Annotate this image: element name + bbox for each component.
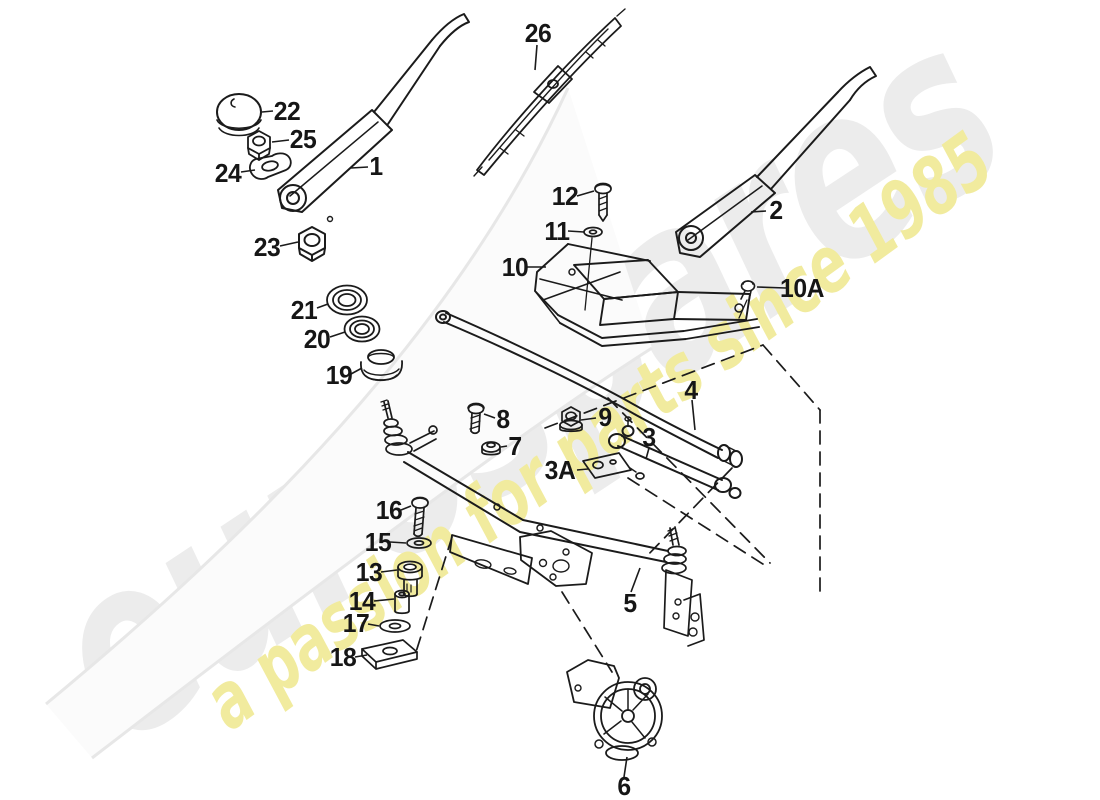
leader-line-18 (354, 654, 368, 658)
callout-1: 1 (369, 151, 383, 181)
leader-line-19 (350, 367, 363, 375)
callout-leader-lines (240, 44, 787, 778)
leader-line-9 (580, 417, 597, 421)
callout-4: 4 (684, 375, 698, 405)
wiper-motor-6 (567, 660, 662, 760)
callout-3A: 3A (544, 455, 576, 485)
link-plate-3a (583, 453, 644, 479)
callout-19: 19 (325, 360, 353, 390)
leader-line-17 (367, 623, 380, 627)
callout-7: 7 (508, 431, 522, 461)
leader-line-21 (316, 303, 329, 309)
leader-line-5 (630, 567, 641, 593)
washer-20 (345, 317, 380, 342)
callout-10A: 10A (780, 273, 824, 303)
cap-22 (217, 94, 261, 136)
link-rod-3 (609, 417, 741, 498)
nut-25 (248, 131, 270, 160)
callout-23: 23 (253, 232, 281, 262)
callout-15: 15 (364, 527, 392, 557)
wiper-arm-left (278, 14, 469, 222)
frame-mounting-plate (450, 531, 592, 586)
callout-14: 14 (348, 586, 376, 616)
leader-line-7 (500, 445, 508, 448)
leader-line-3 (645, 447, 650, 460)
cap-washer-7 (482, 442, 500, 455)
link-rod-4 (436, 311, 742, 467)
callout-9: 9 (598, 402, 612, 432)
leader-line-12 (576, 190, 595, 197)
callout-16: 16 (375, 495, 403, 525)
callout-5: 5 (623, 588, 637, 618)
nut-9 (560, 407, 582, 431)
bracket-10 (535, 244, 759, 346)
leader-line-16 (400, 505, 412, 511)
leader-line-8 (483, 413, 496, 419)
leader-line-24 (240, 169, 256, 173)
spindle-right (662, 527, 704, 646)
grommet-24 (250, 153, 291, 179)
wiper-arm-right (676, 67, 876, 257)
plate-18 (362, 640, 417, 669)
leader-line-10A (756, 286, 787, 289)
callout-13: 13 (355, 557, 383, 587)
callout-6: 6 (617, 771, 631, 800)
callout-10: 10 (501, 252, 529, 282)
callout-8: 8 (496, 404, 510, 434)
fastener-stack (362, 498, 431, 670)
washer-21 (327, 286, 367, 315)
screw-12 (595, 184, 611, 222)
bolt-8 (468, 404, 484, 434)
callout-25: 25 (289, 124, 317, 154)
callout-21: 21 (290, 295, 318, 325)
callout-18: 18 (329, 642, 357, 672)
callout-11: 11 (544, 216, 570, 246)
bolt-16 (412, 498, 428, 537)
spacer-14 (395, 591, 409, 614)
windscreen-dashed-outline (416, 345, 820, 672)
leader-line-20 (329, 331, 346, 338)
callout-22: 22 (273, 96, 301, 126)
callout-17: 17 (342, 608, 370, 638)
leader-line-22 (261, 110, 274, 113)
leader-line-15 (389, 541, 407, 544)
leader-line-3A (576, 468, 589, 471)
leader-line-26 (534, 44, 538, 71)
leader-line-11 (567, 230, 585, 233)
spindle-left (381, 400, 437, 455)
callout-12: 12 (551, 181, 579, 211)
grommet-19 (361, 350, 402, 380)
leader-line-4 (691, 399, 696, 431)
wiper-assembly-drawing (217, 9, 876, 760)
wiper-blade (474, 9, 625, 176)
stud-10a (739, 281, 755, 318)
callout-26: 26 (524, 18, 552, 48)
washer-15 (407, 538, 431, 548)
leader-line-6 (623, 756, 628, 778)
leader-line-13 (380, 569, 398, 573)
callout-20: 20 (303, 324, 331, 354)
wiper-frame-5 (381, 400, 704, 646)
leader-line-14 (373, 598, 395, 602)
callout-2: 2 (769, 195, 783, 225)
leader-line-23 (279, 241, 299, 247)
leader-line-2 (750, 210, 767, 213)
leader-line-25 (271, 139, 290, 143)
callout-3: 3 (642, 422, 656, 452)
bushing-13 (398, 562, 422, 597)
leader-line-1 (350, 166, 369, 169)
nut-23 (299, 227, 325, 261)
washer-17 (380, 620, 410, 632)
callout-24: 24 (214, 158, 242, 188)
